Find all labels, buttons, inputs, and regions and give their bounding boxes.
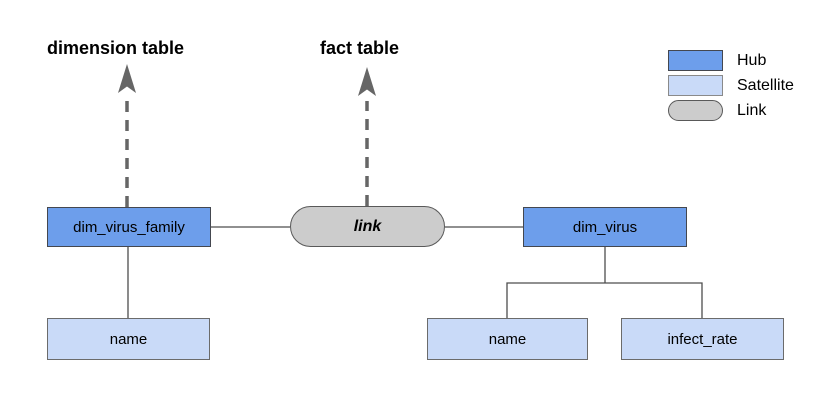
- hub-dim-virus: dim_virus: [523, 207, 687, 247]
- legend: Hub Satellite Link: [668, 50, 794, 125]
- dashed-arrow-dimension-head: [118, 64, 136, 93]
- legend-row-satellite: Satellite: [668, 75, 794, 96]
- link-node: link: [290, 206, 445, 247]
- legend-row-link: Link: [668, 100, 794, 121]
- legend-label-link: Link: [737, 101, 767, 119]
- link-swatch-icon: [668, 100, 723, 121]
- dimension-table-label: dimension table: [47, 38, 185, 58]
- dashed-arrow-fact-head: [358, 67, 376, 96]
- legend-label-hub: Hub: [737, 51, 767, 69]
- hub-swatch-icon: [668, 50, 723, 71]
- connector-virus-infect-rate: [605, 282, 703, 318]
- legend-label-satellite: Satellite: [737, 76, 794, 94]
- satellite-virus-name: name: [427, 318, 588, 360]
- connector-virus-name: [506, 282, 605, 318]
- hub-dim-virus-family: dim_virus_family: [47, 207, 211, 247]
- fact-table-label: fact table: [320, 38, 400, 58]
- satellite-family-name: name: [47, 318, 210, 360]
- legend-row-hub: Hub: [668, 50, 794, 71]
- satellite-swatch-icon: [668, 75, 723, 96]
- satellite-virus-infect-rate: infect_rate: [621, 318, 784, 360]
